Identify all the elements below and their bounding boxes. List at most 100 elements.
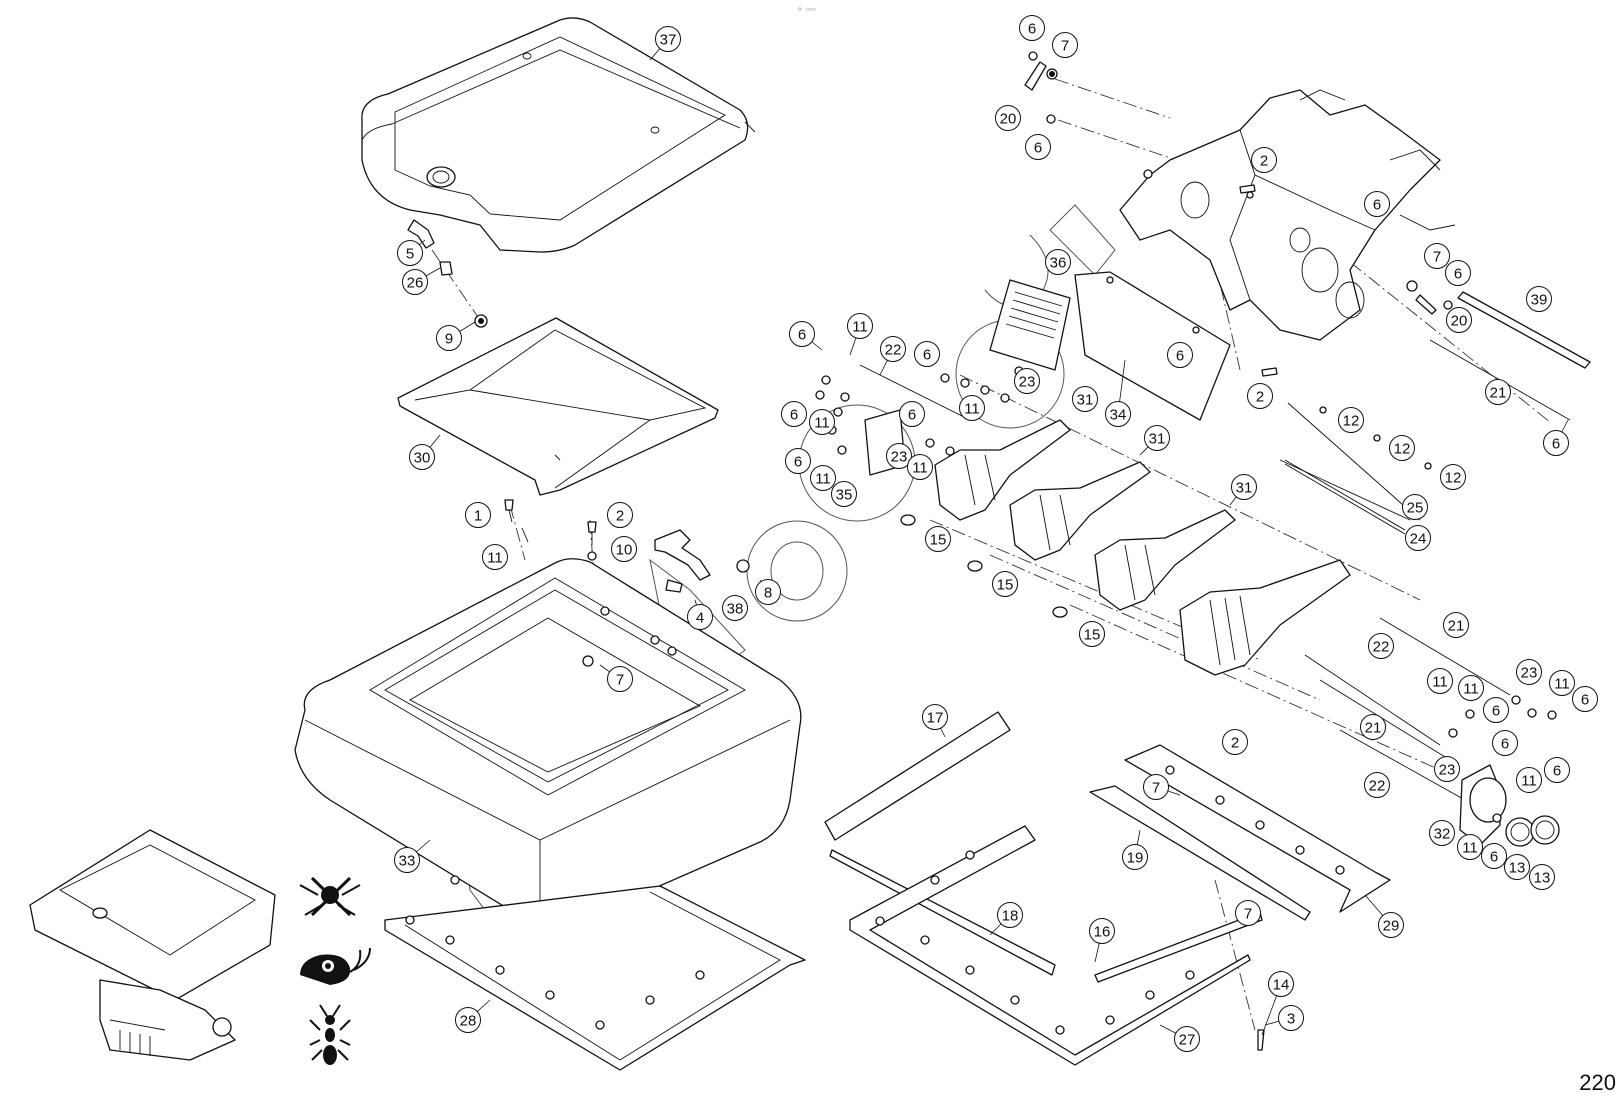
- callout-25: 25: [1402, 494, 1428, 520]
- body-fasteners: [504, 499, 683, 593]
- callout-number: 11: [814, 415, 830, 432]
- callout-number: 6: [1552, 436, 1560, 453]
- callout-circle: [1052, 32, 1078, 58]
- callout-circle: [1089, 918, 1115, 944]
- callout-number: 20: [1000, 111, 1017, 128]
- callout-34: 34: [1105, 359, 1131, 427]
- callout-18: 18: [989, 902, 1023, 936]
- callout-2: 2: [1247, 383, 1273, 409]
- callout-circle: [1338, 407, 1364, 433]
- callout-11: 11: [959, 395, 985, 421]
- snail-icon: [300, 947, 371, 985]
- callout-31: 31: [1139, 425, 1170, 456]
- callout-circle: [1446, 307, 1472, 333]
- callout-number: 25: [1407, 500, 1424, 517]
- callout-circle: [1144, 425, 1170, 451]
- callout-6: 6: [1572, 686, 1598, 712]
- callout-number: 38: [727, 601, 744, 618]
- callout-circle: [436, 325, 462, 351]
- callout-circle: [847, 313, 873, 339]
- callout-circle: [907, 454, 933, 480]
- callout-circle: [455, 1007, 481, 1033]
- callout-circle: [1440, 464, 1466, 490]
- callout-11: 11: [1427, 668, 1453, 694]
- callout-4: 4: [687, 599, 713, 630]
- callout-36: 36: [1045, 249, 1071, 275]
- callout-14: 14: [1261, 971, 1294, 1036]
- callout-circle: [1504, 854, 1530, 880]
- callout-22: 22: [1364, 772, 1390, 798]
- callout-circle: [992, 571, 1018, 597]
- callout-11: 11: [1458, 675, 1484, 701]
- seal-strips: [824, 711, 1311, 983]
- callout-number: 11: [1462, 840, 1478, 857]
- callout-21: 21: [1360, 714, 1386, 740]
- callout-circle: [785, 448, 811, 474]
- callout-number: 23: [1521, 665, 1538, 682]
- callout-12: 12: [1338, 407, 1364, 433]
- callout-number: 26: [407, 275, 424, 292]
- hopper-lid: [361, 17, 756, 253]
- callout-circle: [722, 595, 748, 621]
- callout-circle: [1427, 668, 1453, 694]
- callout-19: 19: [1122, 829, 1148, 870]
- callout-31: 31: [1229, 474, 1257, 506]
- callout-circle: [997, 902, 1023, 928]
- callout-2: 2: [1251, 147, 1277, 173]
- callout-number: 20: [1451, 313, 1468, 330]
- callout-6: 6: [1492, 730, 1518, 756]
- callout-circle: [1572, 686, 1598, 712]
- callout-number: 23: [1019, 374, 1036, 391]
- callout-number: 12: [1343, 413, 1360, 430]
- callout-circle: [880, 336, 906, 362]
- callout-number: 23: [1439, 762, 1456, 779]
- callout-21: 21: [1443, 612, 1469, 638]
- callout-2: 2: [607, 502, 633, 528]
- callout-23: 23: [1434, 756, 1460, 782]
- callout-number: 6: [1553, 763, 1561, 780]
- callout-number: 11: [852, 319, 868, 336]
- callout-number: 5: [406, 246, 414, 263]
- callout-number: 2: [1256, 389, 1264, 406]
- callout-circle: [886, 443, 912, 469]
- callout-number: 6: [794, 454, 802, 471]
- callout-number: 11: [815, 471, 831, 488]
- callout-circle: [1174, 1026, 1200, 1052]
- callout-5: 5: [397, 239, 426, 266]
- top-mark: ⚬ ▫▫▫: [796, 4, 816, 14]
- callout-circle: [781, 401, 807, 427]
- callout-number: 7: [1152, 780, 1160, 797]
- callout-3: 3: [1264, 1005, 1304, 1031]
- callout-circle: [1549, 670, 1575, 696]
- callout-number: 6: [790, 407, 798, 424]
- callout-number: 16: [1094, 924, 1111, 941]
- callout-7: 7: [1235, 900, 1261, 926]
- callout-circle: [1019, 15, 1045, 41]
- callout-15: 15: [1079, 621, 1105, 647]
- callout-circle: [607, 666, 633, 692]
- callout-circle: [1235, 900, 1261, 926]
- callout-number: 11: [912, 460, 928, 477]
- callout-circle: [1481, 843, 1507, 869]
- callout-number: 7: [1244, 906, 1252, 923]
- callout-20: 20: [1446, 307, 1472, 333]
- callout-circle: [959, 395, 985, 421]
- callout-circle: [914, 341, 940, 367]
- callout-circle: [1247, 383, 1273, 409]
- callout-number: 18: [1002, 908, 1019, 925]
- callout-circle: [831, 481, 857, 507]
- drive-housing: [1448, 695, 1560, 847]
- callout-number: 15: [997, 577, 1014, 594]
- callout-number: 11: [1432, 674, 1448, 691]
- callout-number: 36: [1050, 255, 1067, 272]
- callout-number: 22: [885, 342, 902, 359]
- rear-bracket: [1124, 744, 1391, 913]
- callout-7: 7: [1424, 243, 1450, 269]
- callout-23: 23: [886, 443, 912, 469]
- callout-number: 35: [836, 487, 853, 504]
- callout-circle: [482, 544, 508, 570]
- callout-number: 6: [1490, 849, 1498, 866]
- callout-number: 9: [445, 331, 453, 348]
- callout-13: 13: [1504, 854, 1530, 880]
- callout-11: 11: [907, 454, 933, 480]
